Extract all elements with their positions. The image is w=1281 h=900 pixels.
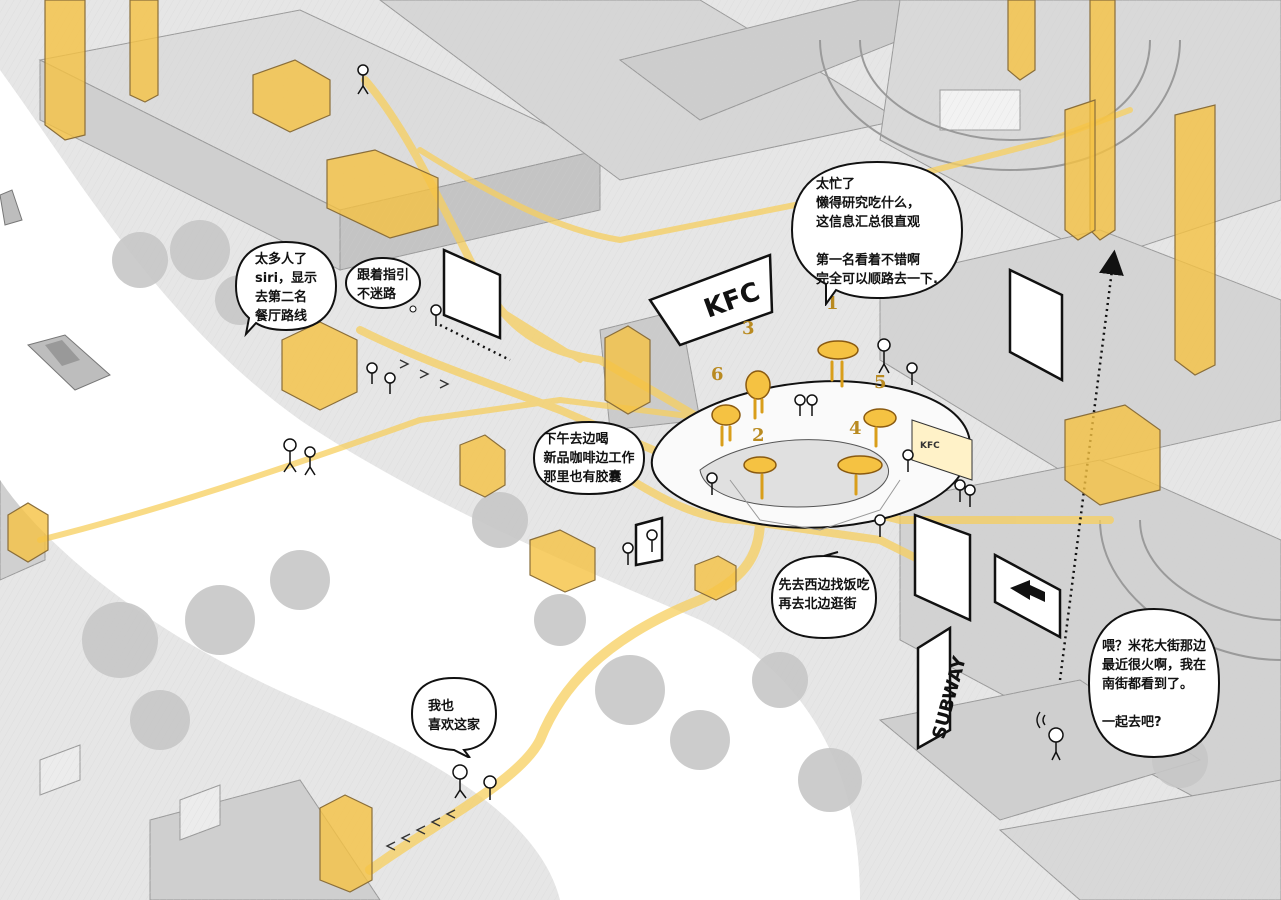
car-icon-2 bbox=[0, 189, 23, 226]
person-figure bbox=[902, 449, 914, 472]
trees bbox=[82, 220, 1208, 812]
person-figure bbox=[430, 304, 442, 326]
speech-bubble-siri: 太多人了 siri，显示 去第二名 餐厅路线 bbox=[232, 238, 340, 338]
bubble-shape bbox=[532, 420, 646, 496]
food-icon-1 bbox=[817, 340, 859, 360]
rank-number-2: 2 bbox=[752, 425, 765, 446]
left-arrow-sign bbox=[993, 552, 1062, 640]
rank-number-5: 5 bbox=[874, 372, 887, 393]
food-drips bbox=[720, 360, 878, 500]
info-boards bbox=[442, 248, 1064, 622]
kfc-storefront: KFC bbox=[911, 419, 973, 481]
person-figure bbox=[283, 438, 297, 473]
person-figure bbox=[483, 775, 497, 800]
speech-bubble-too-busy: 太忙了 懒得研究吃什么， 这信息汇总很直观 第一名看着不错啊 完全可以顺路去一下… bbox=[788, 158, 966, 306]
rank-number-3: 3 bbox=[742, 318, 755, 339]
dotted-path bbox=[439, 323, 511, 362]
person-figure bbox=[906, 362, 918, 385]
speech-text: 跟着指引 不迷路 bbox=[356, 268, 409, 302]
signal-icon bbox=[1036, 711, 1046, 729]
speech-text: 喂？米花大街那边 最近很火啊，我在 南街都看到了。 一起去吧? bbox=[1101, 638, 1206, 730]
speech-text: 下午去边喝 新品咖啡边工作 那里也有胶囊 bbox=[543, 431, 635, 485]
person-figure bbox=[304, 446, 316, 476]
bubble-shape bbox=[770, 551, 878, 640]
bubble-shape bbox=[1087, 607, 1221, 759]
person-on-phone bbox=[1048, 727, 1064, 761]
bubble-shape bbox=[790, 160, 964, 306]
speech-text: 先去西边找饭吃 再去北边逛街 bbox=[778, 578, 870, 612]
kfc-sign: KFC bbox=[648, 253, 774, 347]
person-figure bbox=[877, 338, 891, 374]
yellow-volumes bbox=[7, 0, 1216, 893]
car-icon bbox=[27, 334, 111, 391]
food-icon-6 bbox=[711, 404, 741, 426]
speech-bubble-phone-call: 喂？米花大街那边 最近很火啊，我在 南街都看到了。 一起去吧? bbox=[1085, 605, 1223, 763]
person-figure bbox=[646, 529, 658, 552]
rank-number-4: 4 bbox=[849, 418, 862, 439]
bubble-shape bbox=[345, 257, 421, 313]
food-icon-2 bbox=[743, 456, 777, 474]
speech-bubble-follow-guide: 跟着指引 不迷路 bbox=[343, 255, 423, 315]
bubble-shape bbox=[410, 676, 498, 758]
food-icon-3 bbox=[745, 370, 771, 400]
svg-text:KFC: KFC bbox=[920, 441, 940, 451]
speech-text: 太多人了 siri，显示 去第二名 餐厅路线 bbox=[254, 252, 318, 324]
speech-text: 我也 喜欢这家 bbox=[427, 699, 480, 733]
person-figure bbox=[806, 394, 818, 416]
speech-text: 太忙了 懒得研究吃什么， 这信息汇总很直观 第一名看着不错啊 完全可以顺路去一下… bbox=[816, 177, 938, 287]
food-icon-4 bbox=[837, 455, 883, 475]
person-figure bbox=[706, 472, 718, 495]
person-figure bbox=[794, 394, 806, 416]
person-figure bbox=[366, 362, 378, 384]
person-figure bbox=[452, 764, 468, 799]
person-figure bbox=[357, 64, 369, 95]
speech-bubble-west-food: 先去西边找饭吃 再去北边逛街 bbox=[768, 548, 880, 642]
person-figure bbox=[384, 372, 396, 394]
food-icon-5 bbox=[863, 408, 897, 428]
speech-bubble-me-too: 我也 喜欢这家 bbox=[408, 674, 500, 758]
person-figure bbox=[622, 542, 634, 565]
path-arrows bbox=[385, 359, 456, 851]
person-figure bbox=[964, 484, 976, 507]
rank-number-6: 6 bbox=[711, 364, 724, 385]
person-figure bbox=[874, 514, 886, 537]
speech-bubble-afternoon: 下午去边喝 新品咖啡边工作 那里也有胶囊 bbox=[530, 418, 648, 498]
person-figure bbox=[954, 479, 966, 502]
food-icons bbox=[711, 340, 897, 475]
people bbox=[283, 64, 1064, 800]
bubble-shape bbox=[234, 240, 338, 338]
